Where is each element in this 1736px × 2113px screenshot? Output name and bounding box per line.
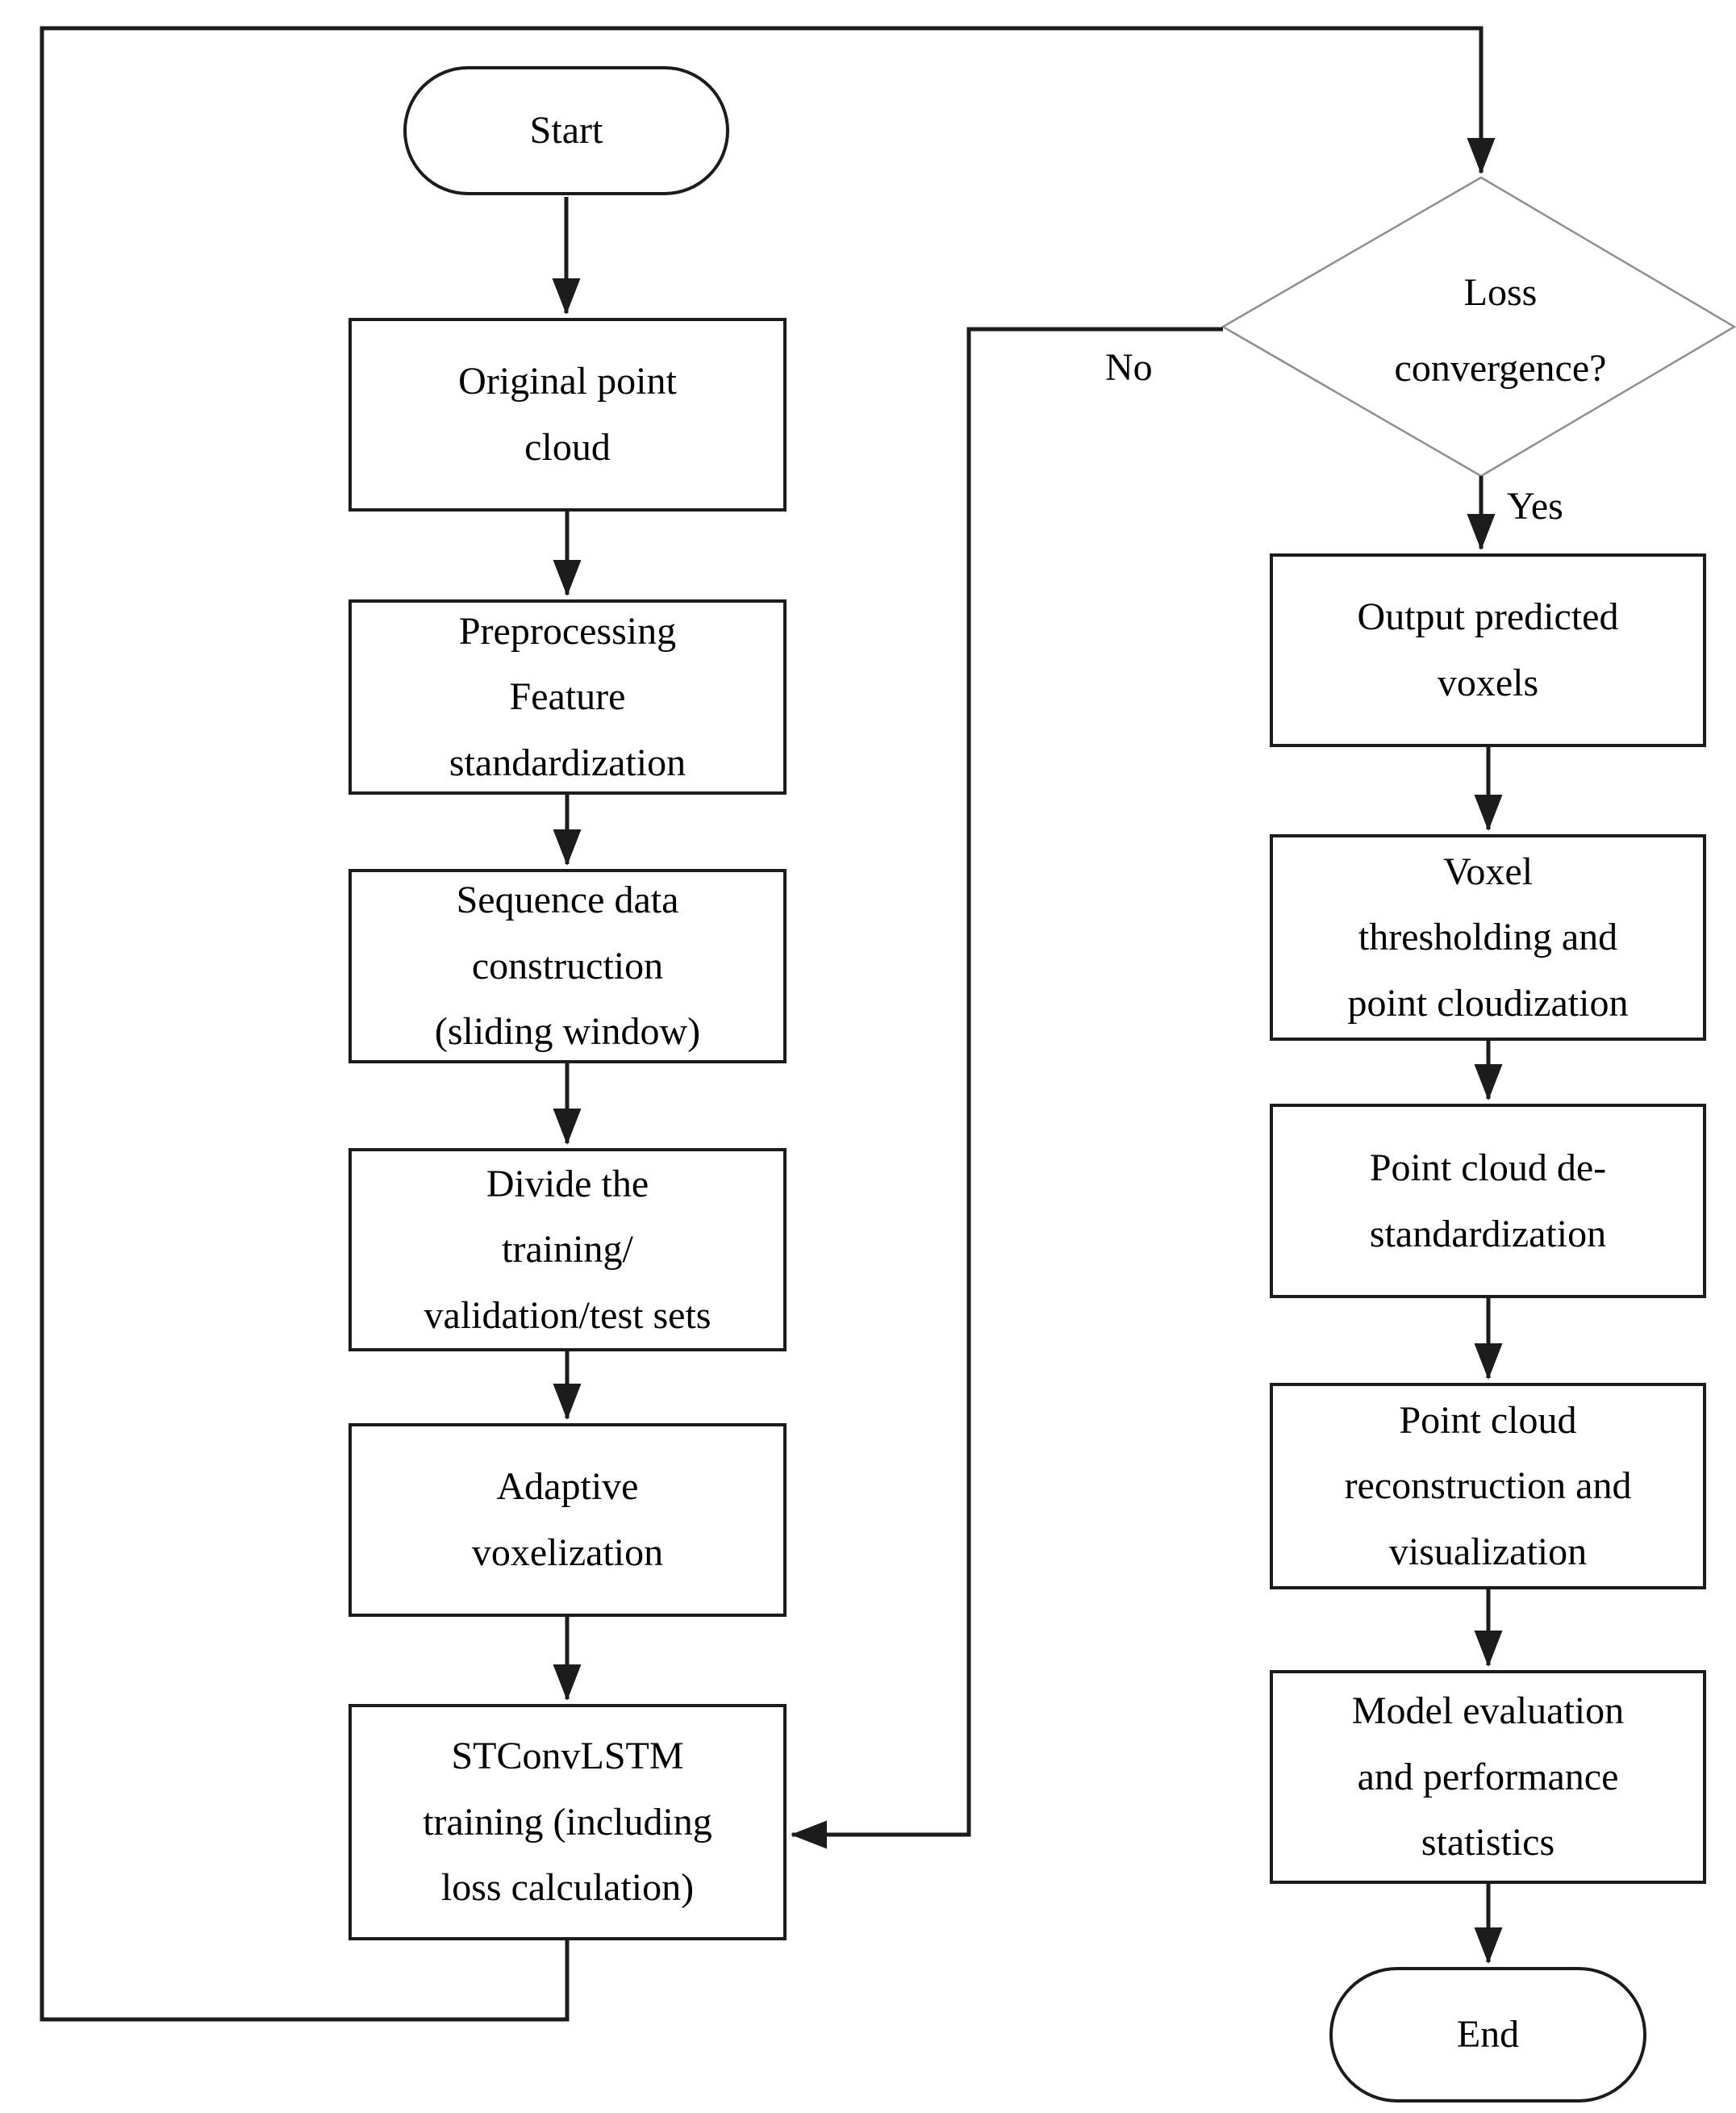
start-terminator: Start — [403, 66, 729, 195]
process-adaptive-voxelization: Adaptive voxelization — [348, 1423, 787, 1617]
edge-decision-no-to-training — [791, 327, 1223, 1849]
decision-loss-convergence-label: Loss convergence? — [1394, 271, 1607, 390]
process-preprocessing-standardization: Preprocessing Feature standardization — [348, 599, 787, 795]
process-stconvlstm-training: STConvLSTM training (including loss calc… — [348, 1704, 787, 1940]
process-point-cloud-reconstruction: Point cloud reconstruction and visualiza… — [1270, 1383, 1706, 1589]
process-model-evaluation: Model evaluation and performance statist… — [1270, 1670, 1706, 1884]
process-sequence-data-construction: Sequence data construction (sliding wind… — [348, 869, 787, 1063]
process-point-cloud-destandardization: Point cloud de- standardization — [1270, 1104, 1706, 1298]
process-voxel-thresholding: Voxel thresholding and point cloudizatio… — [1270, 834, 1706, 1041]
process-divide-sets: Divide the training/ validation/test set… — [348, 1148, 787, 1351]
process-original-point-cloud: Original point cloud — [348, 318, 787, 512]
edge-training-loop-to-decision — [40, 26, 1496, 2022]
edge-label-yes: Yes — [1507, 485, 1563, 528]
edge-label-no: No — [1105, 346, 1153, 389]
end-terminator: End — [1329, 1967, 1646, 2103]
process-output-predicted-voxels: Output predicted voxels — [1270, 553, 1706, 747]
